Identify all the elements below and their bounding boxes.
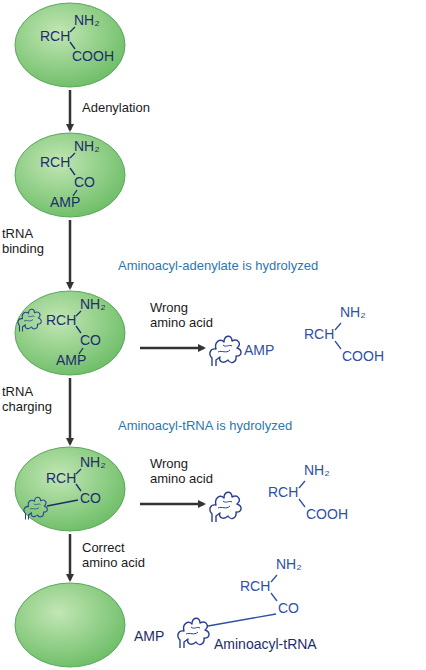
- enzyme-ellipse: NH₂RCHCO AMP: [14, 132, 126, 218]
- chemical-bond: [70, 168, 75, 175]
- chemical-group: NH₂: [304, 462, 330, 478]
- product-label: Wrong amino acid: [150, 456, 222, 486]
- enzyme-ellipse: NH₂RCHCO: [14, 446, 126, 532]
- step-arrow: [69, 220, 72, 288]
- chemical-group: RCH: [40, 28, 70, 44]
- chemical-group: RCH: [46, 312, 76, 328]
- step-label: tRNA charging: [2, 384, 60, 414]
- chemical-group: CO: [80, 332, 101, 348]
- step-label: Correct amino acid: [82, 540, 154, 570]
- step-arrow: [69, 378, 72, 444]
- trna-icon: [18, 309, 41, 331]
- ellipse-shape: [14, 446, 126, 532]
- step-label: tRNA binding: [2, 226, 58, 256]
- chemical-bond: [208, 323, 341, 626]
- chemical-group: CO: [74, 174, 95, 190]
- step-heading: Aminoacyl-tRNA is hydrolyzed: [118, 418, 292, 433]
- chemical-group: RCH: [240, 578, 270, 594]
- chemical-group: COOH: [342, 348, 384, 364]
- reaction-arrow: [140, 503, 204, 506]
- chemical-group: RCH: [40, 154, 70, 170]
- chemical-group: CO: [278, 600, 299, 616]
- trna-icon: [24, 497, 47, 519]
- step-heading: Aminoacyl-adenylate is hydrolyzed: [118, 258, 318, 273]
- chemical-bond: [70, 42, 75, 49]
- chemical-group: AMP: [56, 352, 86, 368]
- enzyme-ellipse: NH₂RCHCOOH: [14, 2, 126, 88]
- chemical-group: RCH: [304, 326, 334, 342]
- chemical-group: AMP: [50, 194, 80, 210]
- chemical-group: RCH: [268, 484, 298, 500]
- chemical-group: RCH: [46, 470, 76, 486]
- chemical-group: NH₂: [74, 138, 100, 154]
- chemical-group: NH₂: [74, 12, 100, 28]
- chemical-group: CO: [80, 490, 101, 506]
- step-arrow: [69, 534, 72, 580]
- ellipse-shape: [14, 2, 126, 88]
- chemical-group: NH₂: [340, 304, 366, 320]
- chemical-group: NH₂: [80, 296, 106, 312]
- enzyme-ellipse: [14, 582, 126, 668]
- step-label: Adenylation: [82, 100, 150, 115]
- enzyme-ellipse: NH₂RCHCO AMP: [14, 290, 126, 376]
- chemical-group: COOH: [72, 48, 114, 64]
- product-label: AMP: [134, 628, 164, 644]
- ellipse-shape: [14, 582, 126, 668]
- chemical-bond: [76, 326, 81, 333]
- trna-icon: [210, 492, 241, 522]
- trna-icon: [210, 336, 241, 366]
- chemical-bond: [47, 500, 78, 506]
- product-label: Aminoacyl-tRNA: [214, 636, 317, 652]
- product-label: Wrong amino acid: [150, 300, 222, 330]
- step-arrow: [69, 90, 72, 130]
- reaction-arrow: [140, 347, 204, 350]
- chemical-group: NH₂: [80, 454, 106, 470]
- chemical-bond: [76, 484, 81, 491]
- trna-icon: [178, 618, 209, 648]
- chemical-group: AMP: [244, 342, 274, 358]
- chemical-group: NH₂: [276, 556, 302, 572]
- chemical-group: COOH: [306, 506, 348, 522]
